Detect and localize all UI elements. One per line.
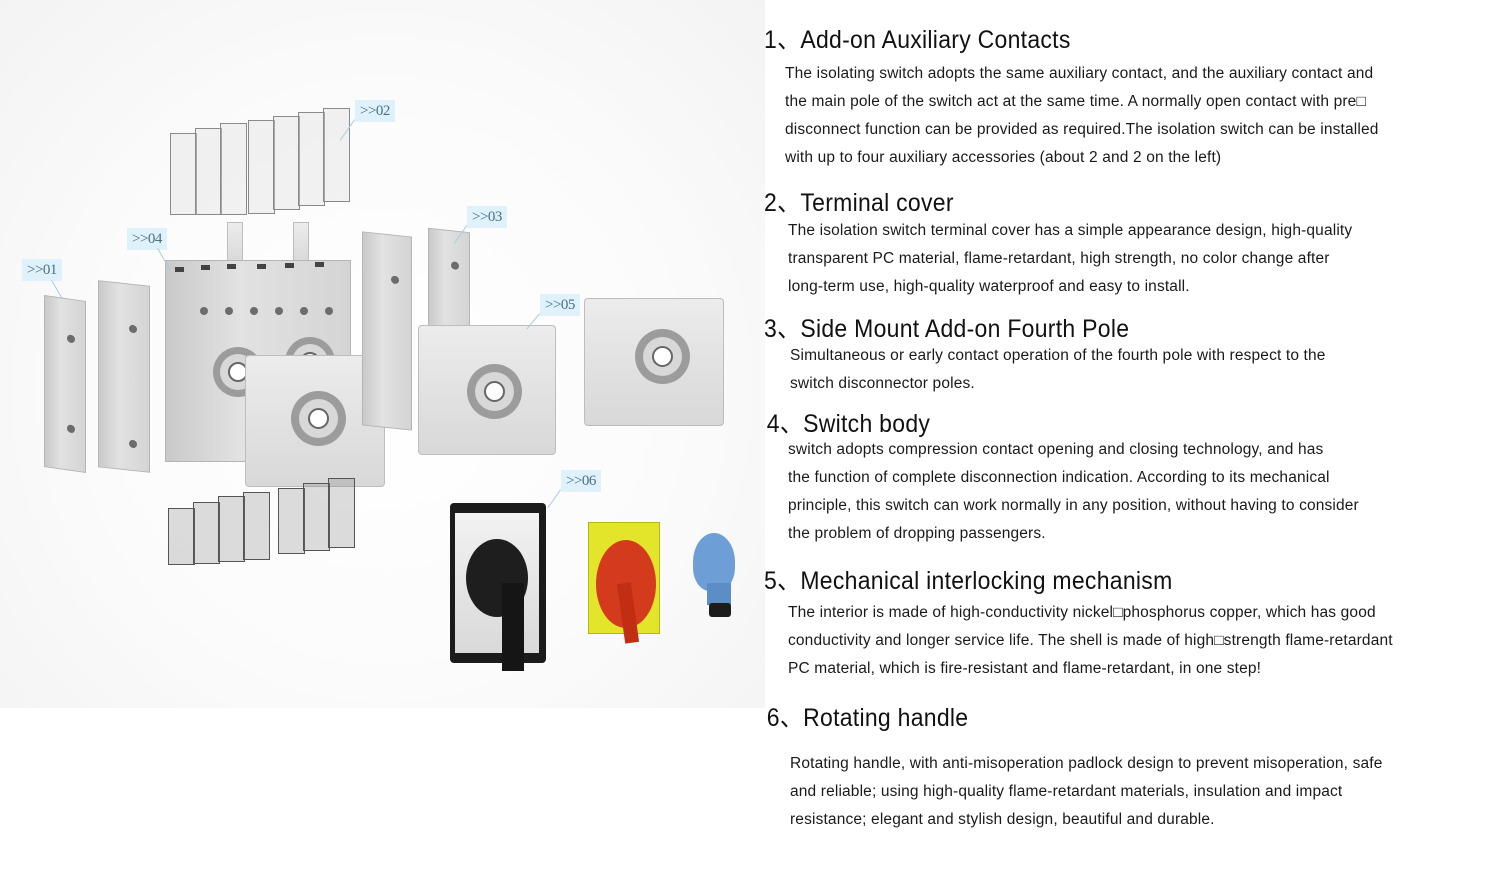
section-body: The isolating switch adopts the same aux… — [785, 65, 1379, 166]
callout-04: >>04 — [127, 228, 167, 250]
interlock-cover-1 — [418, 325, 556, 455]
interlock-cover-2 — [584, 298, 724, 426]
leader-line-06 — [547, 489, 561, 509]
section-body: The interior is made of high-conductivit… — [788, 604, 1393, 677]
terminal-cover-top — [170, 108, 350, 218]
section-body: Simultaneous or early contact operation … — [790, 347, 1326, 392]
fourth-pole-left — [362, 231, 412, 431]
section-heading: 3、Side Mount Add-on Fourth Pole — [764, 315, 1130, 343]
section-heading: 1、Add-on Auxiliary Contacts — [764, 26, 1071, 54]
callout-05: >>05 — [540, 294, 580, 316]
section-heading: 5、Mechanical interlocking mechanism — [764, 567, 1173, 595]
section-body: Rotating handle, with anti-misoperation … — [790, 755, 1383, 828]
knob-blue — [693, 533, 737, 618]
section-heading: 2、Terminal cover — [764, 189, 954, 217]
callout-02: >>02 — [355, 100, 395, 122]
auxiliary-contact-1 — [44, 295, 86, 473]
auxiliary-contact-2 — [98, 280, 150, 473]
callout-01: >>01 — [22, 259, 62, 281]
handle-red-yellow — [588, 522, 660, 644]
section-switch-body: 4、Switch body switch adopts compression … — [764, 404, 1359, 548]
terminal-cover-bottom — [168, 478, 358, 570]
section-rotating-handle: 6、Rotating handle Rotating handle, with … — [764, 698, 1383, 834]
section-fourth-pole: 3、Side Mount Add-on Fourth Pole Simultan… — [764, 309, 1326, 398]
handle-black — [450, 503, 546, 671]
mechanism-cover-front — [245, 355, 385, 487]
section-terminal-cover: 2、Terminal cover The isolation switch te… — [764, 183, 1352, 301]
section-body: switch adopts compression contact openin… — [788, 441, 1359, 542]
section-heading: 4、Switch body — [766, 410, 931, 438]
section-interlocking: 5、Mechanical interlocking mechanism The … — [764, 561, 1393, 683]
section-aux-contacts: 1、Add-on Auxiliary Contacts The isolatin… — [764, 20, 1379, 172]
callout-03: >>03 — [467, 206, 507, 228]
product-exploded-view: >>01 >>02 >>03 >>04 >>05 >>06 — [0, 0, 765, 708]
section-body: The isolation switch terminal cover has … — [788, 222, 1353, 295]
section-heading: 6、Rotating handle — [766, 704, 969, 732]
callout-06: >>06 — [561, 470, 601, 492]
